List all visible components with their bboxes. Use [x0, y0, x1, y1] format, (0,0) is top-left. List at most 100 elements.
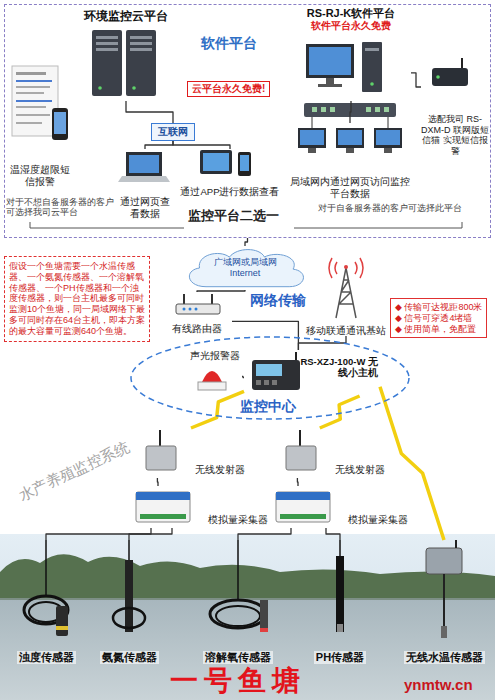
sms-screenshot [16, 92, 44, 94]
sms-screenshot [16, 106, 46, 108]
sensor-icons [260, 600, 268, 632]
cable-line [350, 101, 351, 123]
note-box-label: 假设一个鱼塘需要一个水温传感器、一个氨氮传感器、一个溶解氧传感器、一个PH传感器… [9, 261, 145, 337]
cable-line [242, 376, 244, 377]
sensor-icons [125, 560, 133, 632]
base-station-icon [329, 258, 363, 278]
lan-monitors-icon [298, 128, 326, 148]
alarm-icon [198, 382, 226, 390]
sms-screenshot [16, 100, 52, 102]
pond-photo [0, 534, 495, 700]
cable-line [157, 478, 159, 486]
analog-collector-label: 模拟量采集器 [208, 514, 268, 526]
sensor-icons [260, 628, 268, 632]
ellipse-outline [131, 337, 409, 419]
web-laptop-label: 通过网页查看数据 [117, 196, 173, 219]
laptop-icon [129, 155, 159, 173]
alarm-icon [198, 371, 226, 390]
pc-icon [370, 82, 374, 86]
transmitter-icon [286, 446, 316, 470]
network-switch [384, 107, 389, 112]
lan-monitors-icon [336, 128, 364, 148]
ph-sensor: PH传感器 [300, 540, 380, 664]
pc-icon [365, 48, 379, 51]
router: 有线路由器 [162, 292, 232, 334]
cable-line [145, 141, 173, 149]
router-icon [189, 308, 192, 311]
sms-screenshot [16, 72, 46, 75]
pc-icon [306, 42, 382, 92]
lan-monitors-icon [300, 130, 324, 145]
base-station: 移动联通通讯基站 [304, 262, 388, 336]
wireless-host: RS-XZJ-100-W 无线小主机 [244, 350, 380, 396]
pond-title: 一号鱼塘 [170, 664, 306, 698]
cable-line [238, 528, 291, 540]
sensor-icons [45, 540, 47, 596]
ammonia-sensor: 氨氮传感器 [92, 540, 166, 664]
internet-box: 互联网 [151, 123, 195, 141]
server-icon [130, 36, 152, 39]
server-icon [98, 86, 102, 90]
sensor-icons [426, 548, 462, 574]
host-icon [272, 380, 277, 385]
sensor-icons [210, 600, 266, 628]
collector-icon [276, 492, 330, 500]
section-heading: 网络传输 [250, 292, 306, 309]
pc-icon [309, 47, 351, 75]
laptop-icon [118, 176, 170, 182]
monitor-center-label: 监控中心 [240, 398, 296, 415]
router-icon [195, 308, 198, 311]
cable-line [126, 101, 173, 123]
sms-screenshot [54, 112, 66, 134]
router-icon [183, 308, 186, 311]
laptop-icon [126, 152, 162, 176]
tablet-phone-icon [200, 150, 232, 174]
lan-monitors-icon [308, 148, 316, 153]
lan-monitors-icon [338, 130, 362, 145]
router-icon [176, 294, 220, 314]
oxygen-sensor: 溶解氧传感器 [190, 540, 286, 664]
analog-collector: 模拟量采集器 [130, 486, 270, 528]
host-icon [264, 380, 269, 385]
host-icon [252, 360, 300, 390]
tablet-phone-icon [238, 152, 251, 176]
watermark: ynmtw.cn [404, 676, 473, 694]
platform-note: 对于不想自备服务器的客户可选择我司云平台 [6, 197, 114, 217]
feature-box-label: ◆ 使用简单，免配置 [395, 324, 482, 335]
host-icon [256, 380, 261, 385]
sensor-icons [216, 606, 260, 626]
alarm-icon [202, 371, 222, 382]
server-icon [132, 86, 136, 90]
water-temp-sensor: 无线水温传感器 [398, 540, 490, 664]
lan-monitors-icon [346, 148, 354, 153]
sms-screenshot [12, 66, 58, 136]
lan-monitors-icon [376, 130, 400, 145]
server-icon [96, 42, 118, 45]
cable-line [129, 528, 172, 540]
transmitter: 无线发射器 [135, 428, 247, 478]
server-icon [92, 30, 156, 96]
base-station-icon [329, 258, 363, 318]
monitor-center: 监控中心声光报警器RS-XZJ-100-W 无线小主机 [130, 336, 410, 420]
tablet-phone-icon [203, 153, 229, 171]
pc-icon [318, 84, 342, 87]
turbidity-sensor: 浊度传感器 [8, 540, 84, 664]
sms-screenshot [52, 108, 68, 140]
wireless-link [191, 391, 244, 428]
sms-modem-icon [432, 58, 468, 86]
sms-modem: 选配我司 RS-DXM-D 联网版短信猫 实现短信报警 [421, 57, 489, 157]
sms-screenshot [16, 114, 50, 116]
pond-photo [0, 554, 495, 600]
router-label: 有线路由器 [172, 323, 222, 334]
free-badge-label: 云平台永久免费! [192, 83, 265, 95]
sensor-icons [443, 574, 445, 630]
analog-collector: 模拟量采集器 [270, 486, 410, 528]
sms-modem-icon [432, 68, 468, 86]
server-icon [92, 30, 122, 96]
oxygen-sensor-label: 溶解氧传感器 [203, 651, 273, 664]
sensor-icons [128, 540, 130, 560]
network-switch [321, 107, 326, 112]
wireless-host-label: RS-XZJ-100-W 无线小主机 [298, 356, 378, 379]
pc-icon [362, 42, 382, 92]
